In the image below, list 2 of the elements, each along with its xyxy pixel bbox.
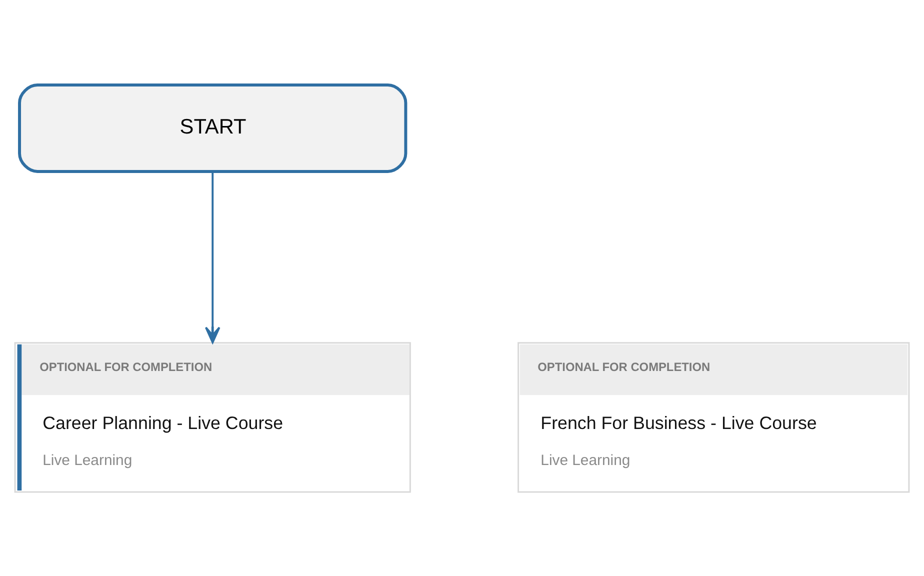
node-box: START — [18, 82, 408, 172]
arrow — [204, 171, 220, 343]
